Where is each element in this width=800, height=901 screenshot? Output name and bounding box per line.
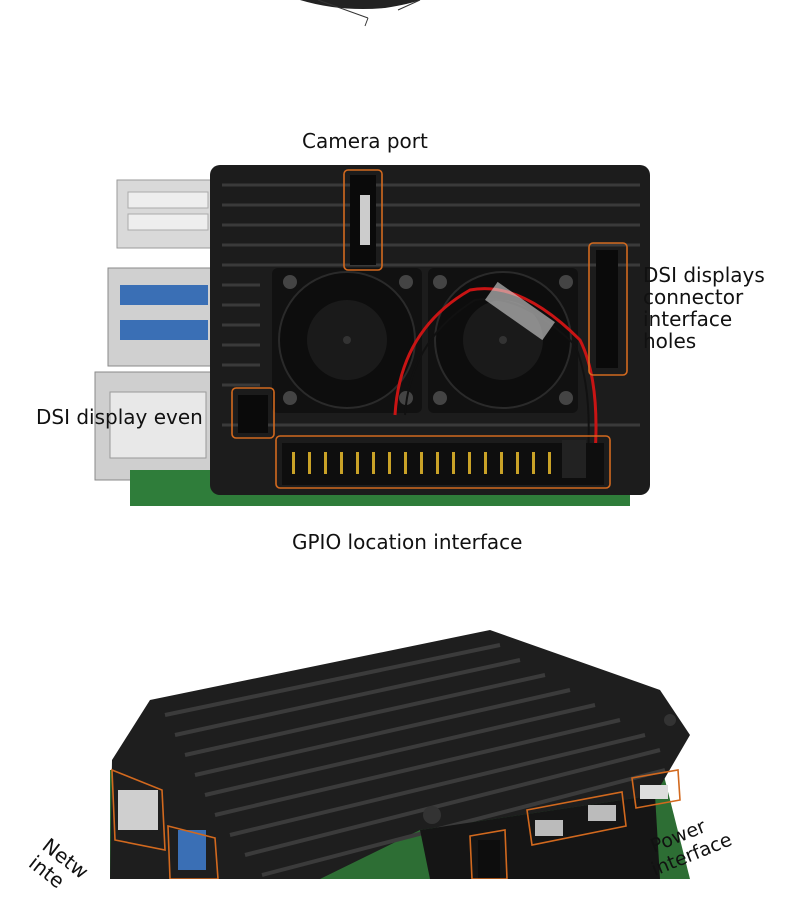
camera-port-box bbox=[343, 169, 383, 271]
ethernet-port-bottom-icon bbox=[118, 790, 158, 830]
gpio-label: GPIO location interface bbox=[292, 530, 523, 554]
dsi-displays-line1: DSI displays bbox=[643, 263, 765, 287]
case-top-view bbox=[94, 165, 650, 506]
usb-c-port-icon bbox=[640, 785, 668, 799]
ethernet-port-icon bbox=[94, 371, 226, 481]
usb3-port-icon bbox=[107, 267, 221, 367]
network-box bbox=[111, 768, 166, 851]
power-box bbox=[631, 769, 681, 809]
dsi-connector-box bbox=[588, 242, 628, 376]
usb-port-bottom-icon bbox=[178, 830, 206, 870]
usb-port-icon bbox=[116, 179, 223, 249]
gpio-box bbox=[275, 435, 611, 489]
case-angled-view bbox=[110, 630, 690, 879]
dsi-displays-label: DSI displays connector interface holes bbox=[643, 264, 765, 352]
micro-hdmi-2-icon bbox=[588, 805, 616, 821]
dsi-display-even-label: DSI display even bbox=[36, 405, 203, 429]
dsi-displays-line4: holes bbox=[643, 329, 697, 353]
fan-left-icon bbox=[272, 268, 422, 413]
dsi-displays-line2: connector bbox=[643, 285, 744, 309]
dsi-even-box bbox=[231, 387, 275, 439]
hdmi-box bbox=[526, 791, 627, 846]
micro-hdmi-icon bbox=[535, 820, 563, 836]
product-illustration bbox=[94, 0, 690, 880]
dsi-displays-line3: interface bbox=[643, 307, 733, 331]
display-even-hole bbox=[238, 395, 268, 433]
top-cropped-product bbox=[300, 0, 421, 27]
dsi-slot bbox=[596, 250, 618, 368]
product-photo: Camera port DSI displays connector inter… bbox=[24, 0, 765, 893]
camera-port-label: Camera port bbox=[302, 129, 428, 153]
gpio-header-icon bbox=[282, 440, 604, 485]
